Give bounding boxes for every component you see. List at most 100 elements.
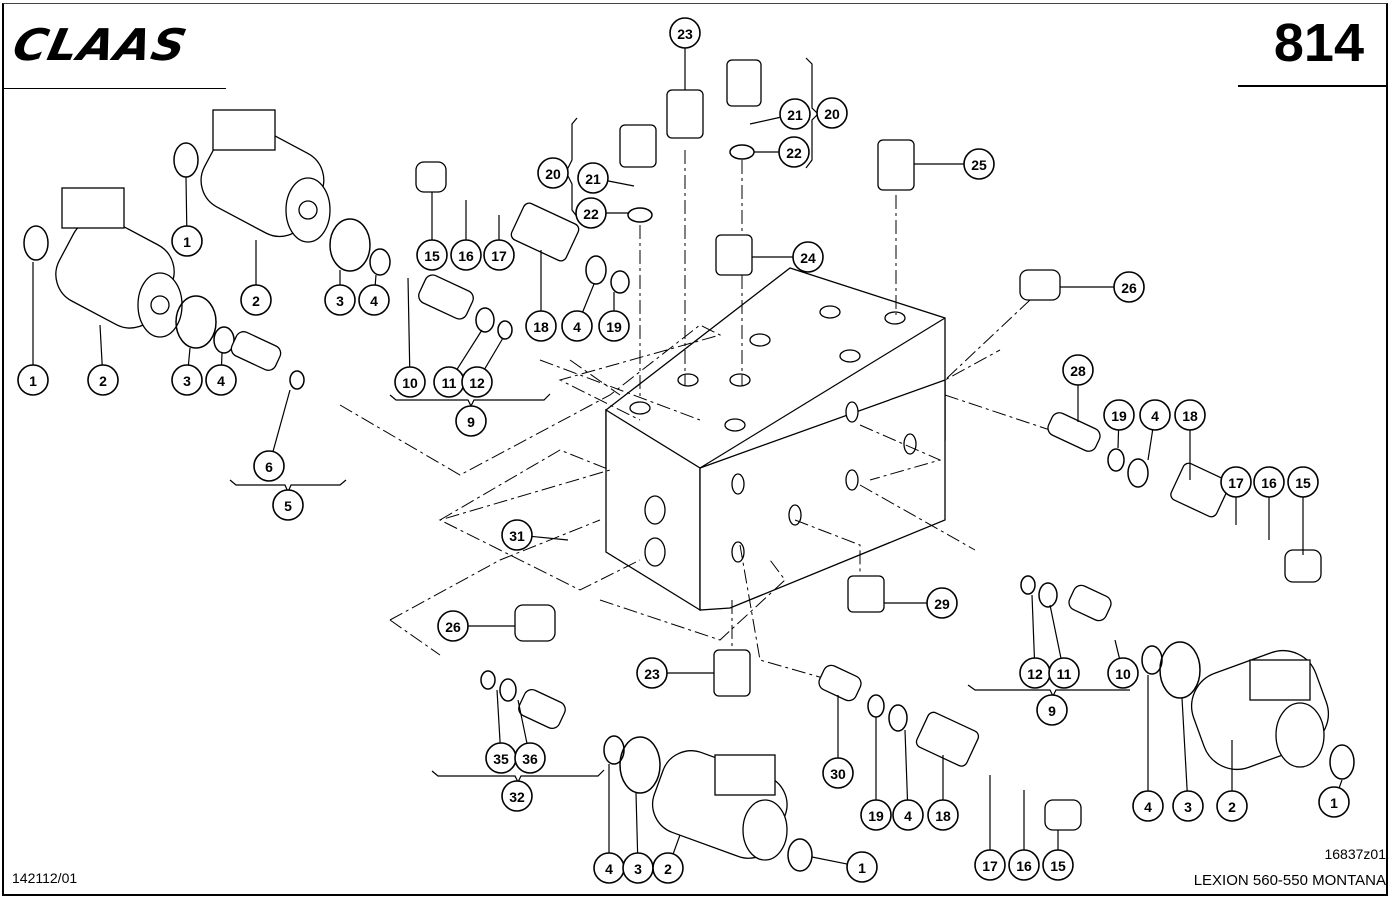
part-callout-29[interactable]: 29	[884, 587, 958, 619]
leader-line	[456, 329, 483, 370]
callout-circle	[1172, 790, 1204, 822]
part-callout-21[interactable]: 21	[577, 162, 635, 194]
callout-circle	[636, 657, 668, 689]
leader-line	[582, 283, 595, 313]
part-callout-19[interactable]: 19	[860, 717, 892, 831]
part-callout-4[interactable]: 4	[593, 764, 625, 884]
part-callout-11[interactable]: 11	[433, 329, 483, 398]
part-callout-23[interactable]: 23	[636, 657, 714, 689]
callout-circle	[577, 162, 609, 194]
callout-circle	[450, 239, 482, 271]
leader-line	[635, 792, 639, 854]
part-callout-32[interactable]: 32	[501, 780, 533, 812]
callout-circle	[561, 310, 593, 342]
part-callout-23[interactable]: 23	[669, 17, 701, 90]
callout-circle	[963, 148, 995, 180]
leader-line	[99, 324, 103, 366]
part-callout-30[interactable]: 30	[822, 695, 854, 789]
part-callout-19[interactable]: 19	[598, 292, 630, 342]
part-callout-3[interactable]: 3	[324, 270, 356, 316]
leader-line	[531, 535, 569, 541]
part-callout-18[interactable]: 18	[1174, 399, 1206, 480]
part-callout-12[interactable]: 12	[1019, 594, 1051, 689]
part-callout-15[interactable]: 15	[416, 192, 448, 271]
part-callout-12[interactable]: 12	[461, 337, 504, 398]
part-callout-17[interactable]: 17	[483, 215, 515, 271]
callout-number: 36	[522, 751, 538, 767]
part-callout-1[interactable]: 1	[171, 176, 203, 257]
part-callout-10[interactable]: 10	[1107, 639, 1139, 689]
part-callout-17[interactable]: 17	[1220, 466, 1252, 525]
callout-number: 24	[800, 250, 816, 266]
part-callout-15[interactable]: 15	[1042, 830, 1074, 881]
callout-circle	[87, 364, 119, 396]
part-callout-2[interactable]: 2	[652, 834, 684, 884]
callout-number: 15	[1050, 858, 1066, 874]
callout-circle	[1107, 657, 1139, 689]
part-callout-2[interactable]: 2	[240, 240, 272, 316]
part-callout-22[interactable]: 22	[575, 197, 628, 229]
part-callout-17[interactable]: 17	[974, 775, 1006, 881]
part-callout-1[interactable]: 1	[811, 851, 878, 883]
part-callout-20[interactable]: 20	[537, 157, 569, 189]
callout-circle	[1253, 466, 1285, 498]
part-callout-9[interactable]: 9	[455, 405, 487, 437]
part-callout-26[interactable]: 26	[437, 610, 515, 642]
leader-line	[374, 274, 377, 286]
part-callout-36[interactable]: 36	[514, 699, 546, 774]
part-callout-2[interactable]: 2	[1216, 740, 1248, 822]
part-callout-2[interactable]: 2	[87, 324, 119, 396]
part-callout-22[interactable]: 22	[754, 136, 810, 168]
callout-number: 10	[402, 375, 418, 391]
part-callout-16[interactable]: 16	[450, 200, 482, 271]
callout-number: 6	[265, 459, 273, 475]
callout-number: 2	[99, 373, 107, 389]
part-callout-35[interactable]: 35	[485, 689, 517, 774]
part-callout-5[interactable]: 5	[272, 489, 304, 521]
part-callout-9[interactable]: 9	[1036, 694, 1068, 726]
callout-circle	[816, 97, 848, 129]
callout-number: 2	[1228, 799, 1236, 815]
callout-circle	[483, 239, 515, 271]
part-callout-10[interactable]: 10	[394, 277, 426, 398]
part-callout-6[interactable]: 6	[253, 389, 291, 482]
part-callout-25[interactable]: 25	[914, 148, 995, 180]
part-callout-4[interactable]: 4	[1139, 399, 1171, 461]
part-callout-4[interactable]: 4	[358, 274, 390, 316]
callout-number: 22	[583, 206, 599, 222]
part-callout-20[interactable]: 20	[816, 97, 848, 129]
part-callout-4[interactable]: 4	[561, 283, 595, 342]
part-callout-16[interactable]: 16	[1008, 790, 1040, 881]
drawing-frame	[2, 3, 1388, 896]
header-rule-right	[1238, 85, 1388, 87]
part-callout-11[interactable]: 11	[1048, 604, 1080, 689]
callout-circle	[1318, 786, 1350, 818]
part-callout-3[interactable]: 3	[171, 347, 203, 396]
callout-circle	[324, 284, 356, 316]
part-callout-24[interactable]: 24	[752, 241, 824, 273]
callout-number: 20	[545, 166, 561, 182]
part-callout-4[interactable]: 4	[205, 352, 237, 396]
part-callout-16[interactable]: 16	[1253, 466, 1285, 540]
callout-circle	[927, 799, 959, 831]
part-callout-19[interactable]: 19	[1103, 399, 1135, 449]
callout-number: 17	[982, 858, 998, 874]
part-callout-15[interactable]: 15	[1287, 466, 1319, 555]
part-callout-18[interactable]: 18	[927, 755, 959, 831]
part-callout-3[interactable]: 3	[622, 792, 654, 884]
callout-number: 26	[1121, 280, 1137, 296]
part-callout-1[interactable]: 1	[17, 262, 49, 396]
part-callout-26[interactable]: 26	[1060, 271, 1145, 303]
part-callout-4[interactable]: 4	[892, 729, 924, 831]
part-callout-4[interactable]: 4	[1132, 675, 1164, 822]
part-callout-18[interactable]: 18	[525, 250, 557, 342]
part-callout-1[interactable]: 1	[1318, 779, 1350, 818]
callout-circle	[792, 241, 824, 273]
part-callout-21[interactable]: 21	[749, 98, 811, 130]
part-callout-3[interactable]: 3	[1172, 697, 1204, 822]
callout-circle	[171, 364, 203, 396]
part-callout-28[interactable]: 28	[1062, 354, 1094, 422]
callout-circle	[926, 587, 958, 619]
part-callout-31[interactable]: 31	[501, 519, 569, 551]
leader-line	[1049, 604, 1062, 659]
